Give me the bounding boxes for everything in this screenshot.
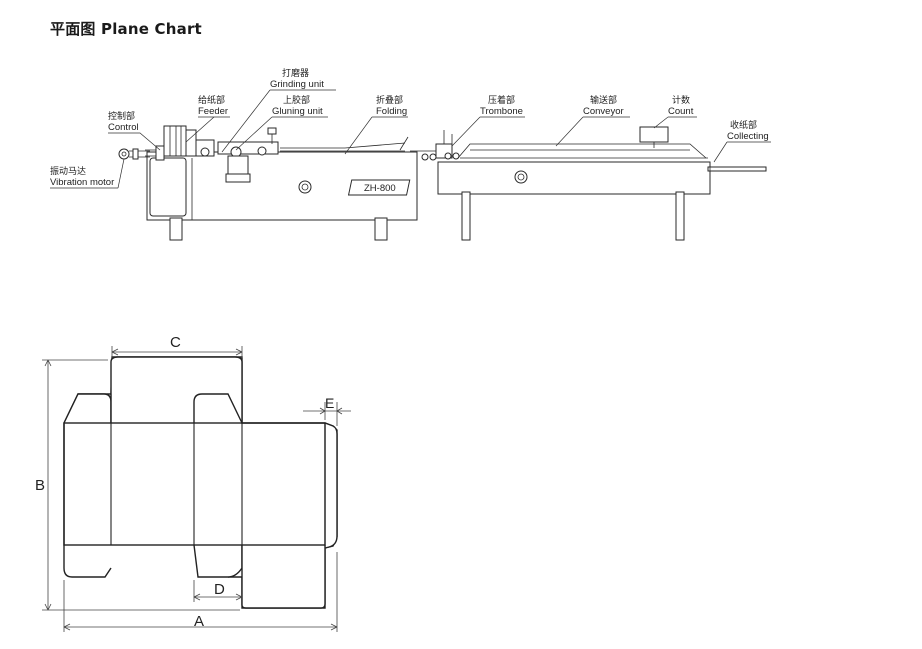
- svg-text:打磨器: 打磨器: [282, 67, 309, 79]
- svg-text:B: B: [35, 477, 45, 494]
- svg-text:ZH-800: ZH-800: [364, 183, 396, 194]
- svg-text:Vibration motor: Vibration motor: [50, 177, 114, 188]
- label-feeder: 给纸部 Feeder: [185, 94, 230, 143]
- svg-text:Gluning unit: Gluning unit: [272, 106, 323, 117]
- label-control: 控制部 Control: [108, 110, 161, 151]
- dimension-a: A: [63, 552, 338, 632]
- dimension-d: D: [193, 580, 243, 602]
- dimension-c: C: [111, 334, 243, 358]
- svg-text:Feeder: Feeder: [198, 106, 228, 117]
- label-trombone: 压着部 Trombone: [451, 94, 525, 147]
- svg-text:振动马达: 振动马达: [50, 165, 86, 177]
- label-gluing: 上胶部 Gluning unit: [235, 94, 328, 151]
- svg-text:控制部: 控制部: [108, 110, 135, 122]
- label-folding: 折叠部 Folding: [344, 94, 408, 155]
- svg-text:折叠部: 折叠部: [376, 94, 403, 106]
- label-grinding: 打磨器 Grinding unit: [221, 67, 336, 153]
- feeder-unit: [163, 125, 215, 157]
- svg-text:Control: Control: [108, 122, 139, 133]
- svg-text:A: A: [194, 613, 204, 630]
- folder-gluer-machine: 控制部 Control 给纸部 Feeder 打磨器 Grinding unit…: [50, 67, 771, 241]
- collecting-unit: [707, 163, 767, 175]
- control-panel: [145, 145, 165, 161]
- svg-text:Collecting: Collecting: [727, 131, 769, 142]
- label-count: 计数 Count: [653, 94, 697, 129]
- svg-text:Count: Count: [668, 106, 694, 117]
- conveyor-section: [437, 143, 711, 241]
- svg-text:收纸部: 收纸部: [730, 119, 757, 131]
- svg-text:给纸部: 给纸部: [198, 94, 225, 106]
- page-title: 平面图 Plane Chart: [50, 20, 202, 38]
- dimension-b: B: [35, 359, 240, 611]
- svg-text:C: C: [170, 334, 181, 351]
- count-unit: [639, 126, 669, 148]
- label-vibration-motor: 振动马达 Vibration motor: [50, 158, 125, 189]
- svg-text:Conveyor: Conveyor: [583, 106, 624, 117]
- svg-text:Trombone: Trombone: [480, 106, 523, 117]
- left-section: [146, 151, 418, 241]
- gluing-unit: [217, 127, 409, 183]
- svg-text:压着部: 压着部: [488, 94, 515, 106]
- svg-text:E: E: [325, 395, 334, 411]
- svg-text:计数: 计数: [672, 94, 690, 106]
- svg-text:D: D: [214, 581, 225, 598]
- svg-text:输送部: 输送部: [590, 94, 617, 106]
- svg-text:Grinding unit: Grinding unit: [270, 79, 324, 90]
- dimension-e: E: [303, 395, 351, 426]
- svg-text:上胶部: 上胶部: [283, 94, 310, 106]
- box-dieline: C B A D E: [35, 334, 351, 632]
- vibration-motor: [118, 148, 150, 160]
- model-plate: ZH-800: [364, 183, 396, 194]
- trombone-unit: [410, 130, 460, 161]
- label-collecting: 收纸部 Collecting: [713, 119, 771, 163]
- label-conveyor: 输送部 Conveyor: [555, 94, 630, 147]
- svg-text:Folding: Folding: [376, 106, 407, 117]
